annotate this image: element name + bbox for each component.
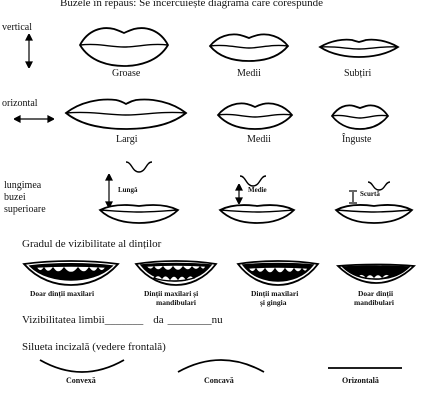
smile-mandibular-only-diagram[interactable]: [336, 262, 416, 284]
nose-outline-long-icon: [125, 161, 153, 173]
length-long-tag: Lungă: [118, 186, 138, 194]
teeth-option-1-label: Doar dinții maxilari: [30, 289, 95, 298]
lips-wide-diagram[interactable]: [64, 96, 188, 130]
teeth-option-2-label-2: mandibulari: [156, 298, 197, 307]
lips-long-upper-diagram[interactable]: [98, 202, 180, 224]
row-label-vertical: vertical: [2, 22, 32, 33]
incisal-section-title: Silueta incizală (vedere frontală): [22, 341, 166, 353]
smile-maxillary-only-diagram[interactable]: [22, 258, 120, 286]
tongue-visibility-line: Vizibilitatea limbii_______ da________nu: [22, 314, 223, 326]
incisal-horizontal-label: Orizontală: [342, 376, 379, 385]
lips-narrow-label: Înguste: [342, 134, 372, 145]
vertical-arrow-icon: [25, 34, 33, 68]
smile-maxillary-mandibular-diagram[interactable]: [134, 258, 218, 286]
tongue-blank-no[interactable]: ________: [167, 314, 212, 326]
lips-thin-diagram[interactable]: [318, 36, 400, 58]
tongue-visibility-label: Vizibilitatea limbii: [22, 314, 105, 326]
smile-maxillary-gingiva-diagram[interactable]: [236, 258, 320, 286]
nose-outline-medium-icon: [239, 175, 267, 187]
teeth-option-3-label-1: Dinții maxilari: [251, 289, 299, 298]
lips-thin-label: Subțiri: [344, 68, 372, 79]
length-short-marker-icon: [349, 190, 357, 204]
length-medium-tag: Medie: [248, 186, 267, 194]
teeth-section-title: Gradul de vizibilitate al dinților: [22, 238, 162, 250]
incisal-convex-curve[interactable]: [38, 358, 126, 374]
row-label-horizontal: orizontal: [2, 98, 38, 109]
length-long-arrow-icon: [105, 174, 113, 208]
tongue-yes-option[interactable]: da: [153, 314, 164, 326]
row-label-length-3: superioare: [4, 204, 46, 215]
nose-outline-short-icon: [367, 181, 391, 191]
teeth-option-4-label-1: Doar dinții: [358, 289, 394, 298]
lips-medium-width-diagram[interactable]: [216, 100, 294, 130]
horizontal-arrow-icon: [14, 115, 54, 123]
teeth-option-2-label-1: Dinții maxilari și: [144, 289, 199, 298]
length-short-tag: Scurtă: [360, 190, 380, 198]
teeth-option-4-label-2: mandibulari: [354, 298, 395, 307]
incisal-convex-label: Convexă: [66, 376, 96, 385]
teeth-option-3-label-2: și gingia: [260, 298, 287, 307]
row-label-length-2: buzei: [4, 192, 26, 203]
length-medium-arrow-icon: [235, 184, 243, 204]
lips-medium-thickness-diagram[interactable]: [208, 30, 290, 62]
lips-thick-label: Groase: [112, 68, 141, 79]
incisal-concave-curve[interactable]: [176, 356, 266, 374]
row-label-length-1: lungimea: [4, 180, 42, 191]
lips-medium-width-label: Medii: [247, 134, 271, 145]
lips-narrow-diagram[interactable]: [330, 102, 390, 130]
incisal-concave-label: Concavă: [204, 376, 234, 385]
lips-medium-upper-diagram[interactable]: [218, 202, 296, 224]
tongue-no-option[interactable]: nu: [211, 314, 223, 326]
incisal-horizontal-line[interactable]: [326, 366, 404, 370]
lips-wide-label: Largi: [116, 134, 138, 145]
lips-short-upper-diagram[interactable]: [334, 202, 414, 224]
lips-thick-diagram[interactable]: [78, 24, 170, 67]
lips-medium-thickness-label: Medii: [237, 68, 261, 79]
tongue-blank-yes[interactable]: _______: [104, 314, 144, 326]
page-header: Buzele în repaus: Se încercuiește diagra…: [60, 0, 323, 9]
